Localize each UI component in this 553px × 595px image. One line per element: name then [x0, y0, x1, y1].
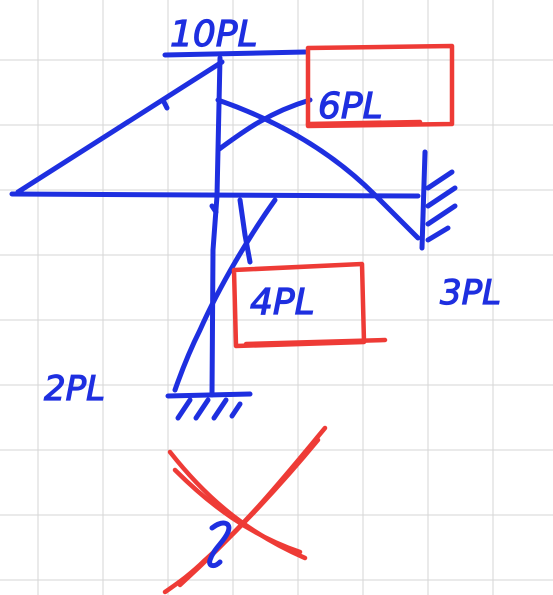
lower-moment-line: [172, 197, 278, 393]
right-upper-curve: [215, 97, 313, 153]
red-box-right: [305, 43, 455, 129]
red-box-center: [231, 261, 388, 349]
column-lower-stroke: [237, 197, 253, 265]
label-center-moment: 4PL: [250, 282, 315, 323]
beam-tick-mid: [209, 203, 219, 215]
red-cross-out: [162, 425, 328, 595]
frame-structure: [9, 49, 421, 398]
beam-tick-left: [161, 99, 170, 111]
label-top-moment: 10PL: [170, 14, 258, 55]
left-moment-triangle: [15, 59, 225, 195]
crossed-out-scribble: [207, 520, 232, 569]
right-fixed-support: [419, 149, 458, 251]
top-moment-line: [162, 49, 308, 58]
bottom-fixed-support: [165, 391, 253, 421]
label-left-bottom-moment: 2PL: [44, 369, 105, 409]
vertical-column: [209, 55, 223, 398]
label-right-bottom-moment: 3PL: [440, 273, 501, 313]
label-right-moment: 6PL: [318, 86, 383, 127]
